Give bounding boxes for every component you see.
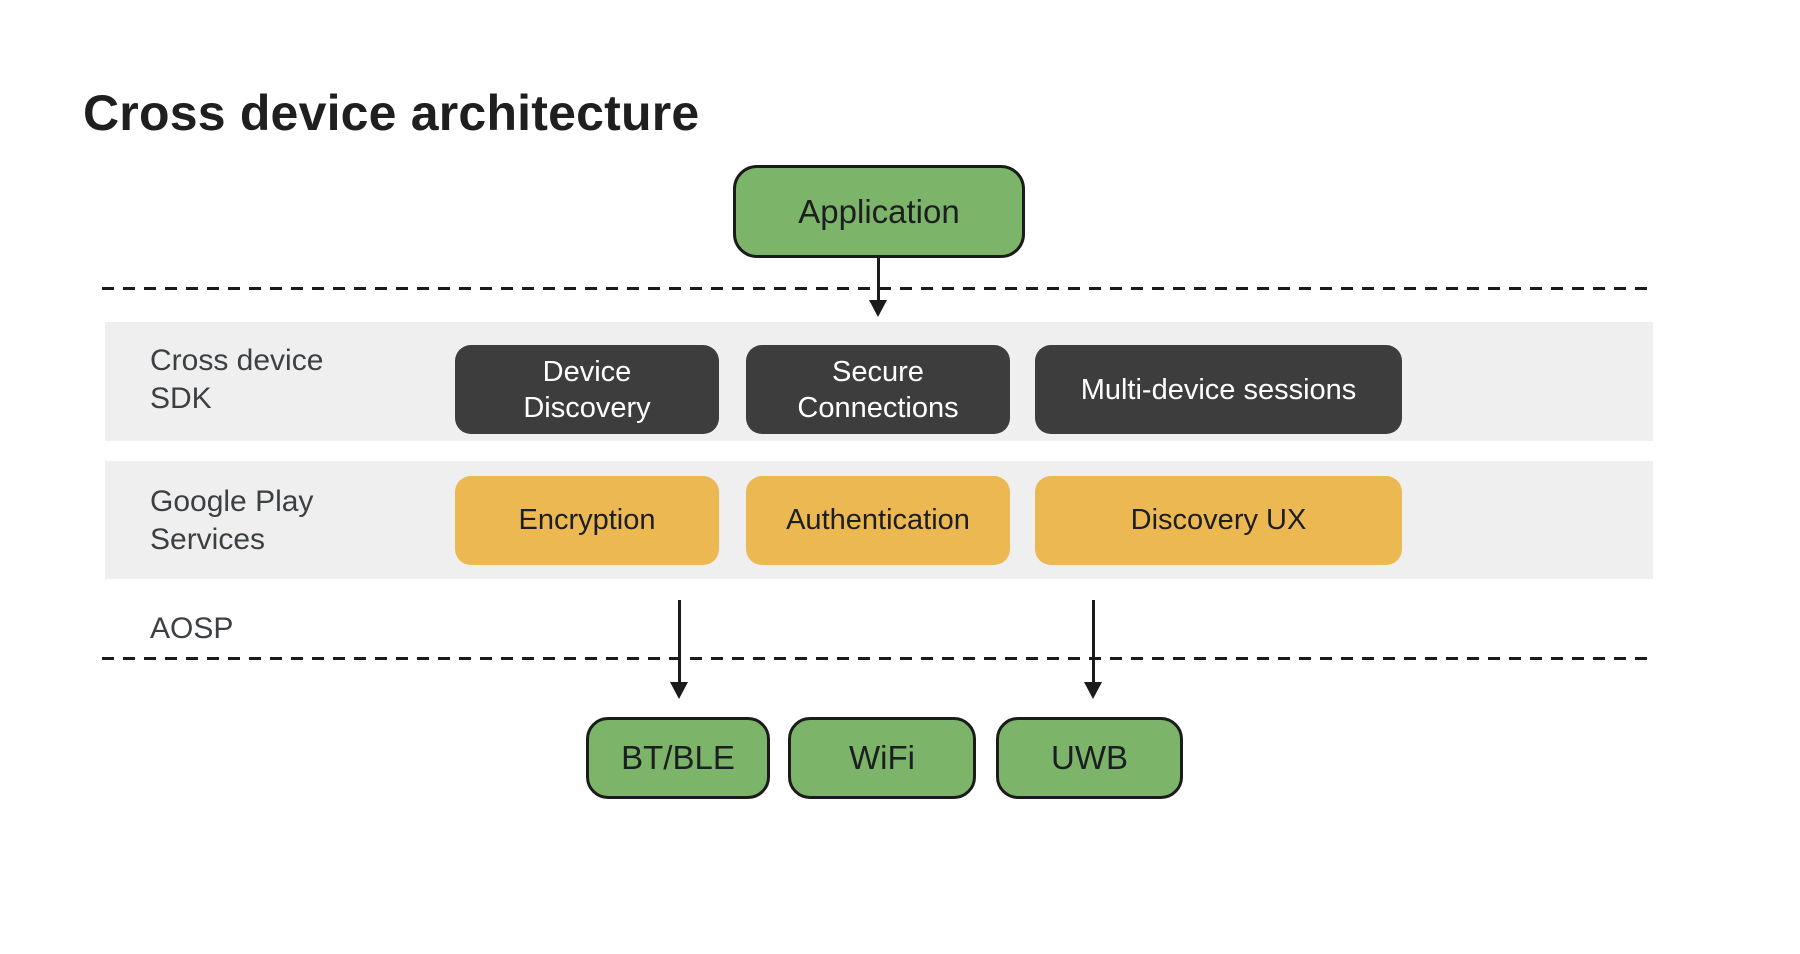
secure-connections-node: Secure Connections <box>746 345 1010 434</box>
dashed-divider-bottom <box>102 657 1648 660</box>
arrow-to-uwb-head <box>1084 682 1102 699</box>
arrow-application-to-sdk-line <box>877 258 880 302</box>
application-node: Application <box>733 165 1025 258</box>
aosp-label: AOSP <box>150 612 234 645</box>
arrow-to-bt-ble-line <box>678 600 681 684</box>
arrow-to-bt-ble-head <box>670 682 688 699</box>
application-label: Application <box>798 192 960 230</box>
arrow-to-uwb-line <box>1092 600 1095 684</box>
sdk-layer-label: Cross device SDK <box>150 344 324 415</box>
multi-device-sessions-node: Multi-device sessions <box>1035 345 1402 434</box>
arrow-application-to-sdk-head <box>869 300 887 317</box>
uwb-node: UWB <box>996 717 1183 799</box>
bt-ble-node: BT/BLE <box>586 717 770 799</box>
device-discovery-node: Device Discovery <box>455 345 719 434</box>
discovery-ux-node: Discovery UX <box>1035 476 1402 565</box>
encryption-node: Encryption <box>455 476 719 565</box>
gps-layer-label: Google Play Services <box>150 485 314 556</box>
authentication-node: Authentication <box>746 476 1010 565</box>
wifi-node: WiFi <box>788 717 976 799</box>
page-title: Cross device architecture <box>83 85 700 141</box>
dashed-divider-top <box>102 287 1648 290</box>
